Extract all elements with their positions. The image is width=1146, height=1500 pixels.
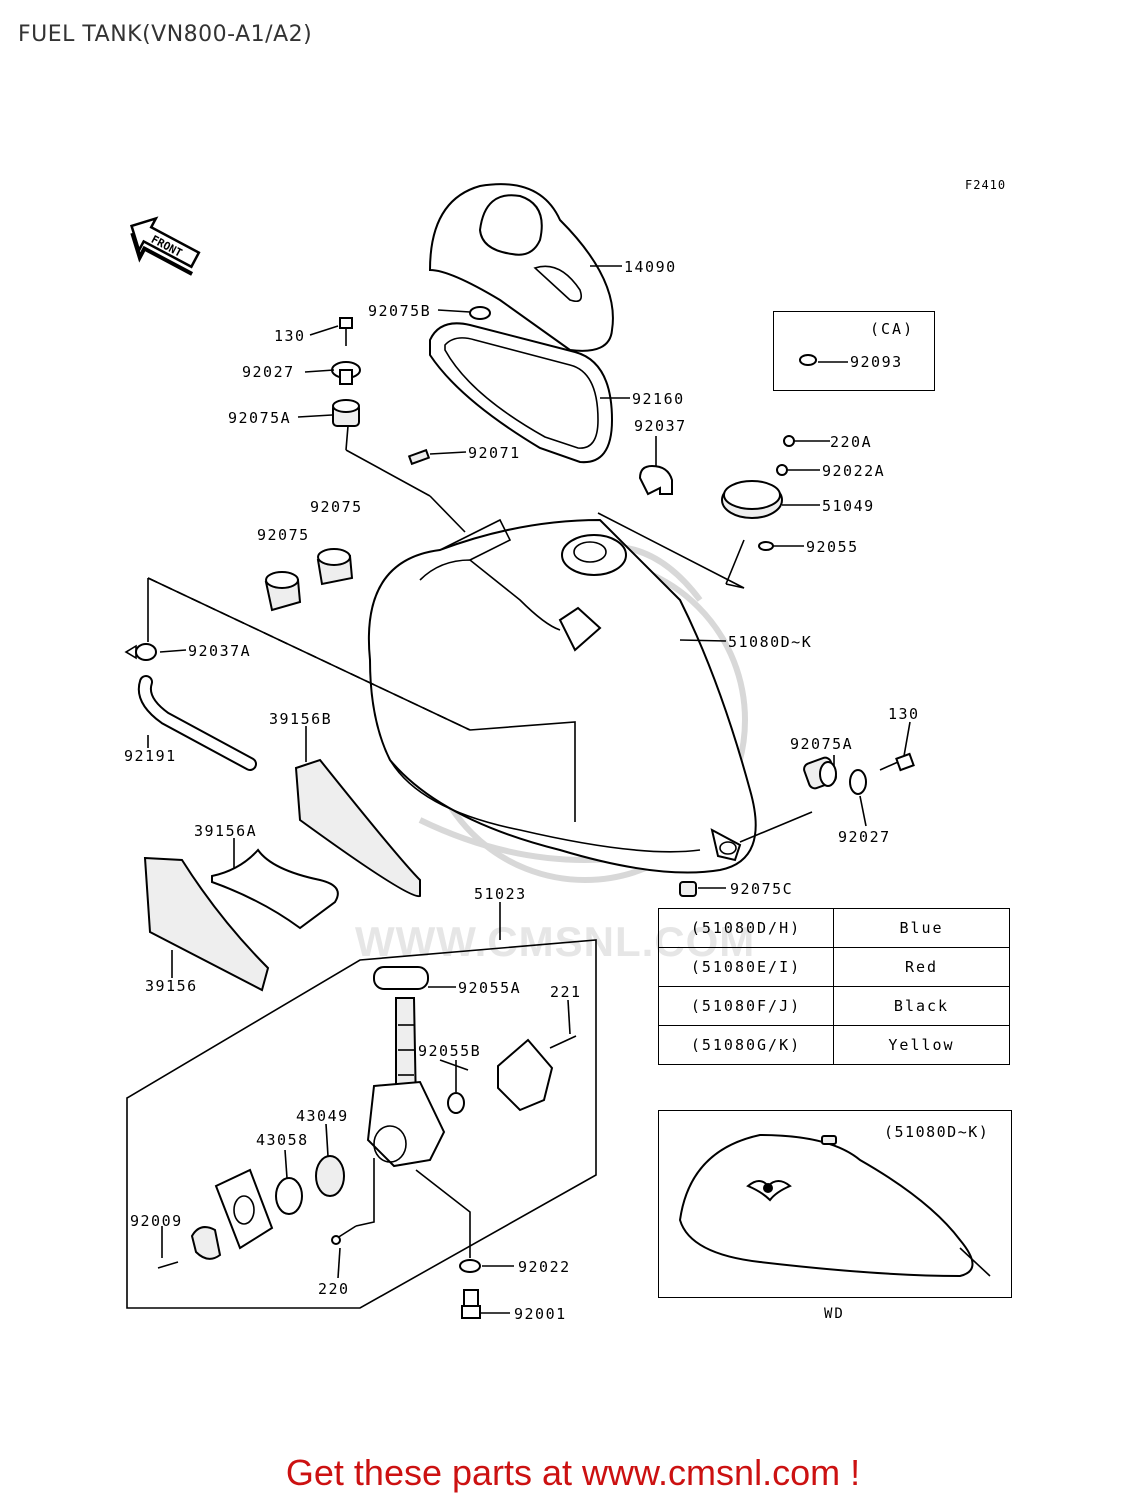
bolt-130-top bbox=[339, 317, 353, 346]
oring-92055 bbox=[758, 541, 774, 551]
hose-92191 bbox=[137, 675, 257, 771]
nut-92093 bbox=[799, 354, 817, 366]
damper-92075A-top bbox=[332, 399, 360, 427]
label-92075C: 92075C bbox=[730, 880, 793, 898]
table-row: (51080G/K) Yellow bbox=[658, 1025, 1010, 1065]
ca-box: (CA) 92093 bbox=[773, 311, 935, 391]
washer-92022A bbox=[776, 464, 788, 476]
label-51023: 51023 bbox=[474, 885, 527, 903]
label-92075B: 92075B bbox=[368, 302, 431, 320]
label-39156A: 39156A bbox=[194, 822, 257, 840]
label-92160: 92160 bbox=[632, 390, 685, 408]
screw-220A bbox=[783, 435, 830, 447]
valve-body bbox=[366, 1080, 446, 1168]
label-221: 221 bbox=[550, 983, 582, 1001]
wd-box: (51080D~K) bbox=[658, 1110, 1012, 1298]
label-92055B: 92055B bbox=[418, 1042, 481, 1060]
pad-39156A bbox=[211, 848, 339, 930]
wd-tank-illustration bbox=[678, 1133, 991, 1278]
label-92055: 92055 bbox=[806, 538, 859, 556]
label-92075-a: 92075 bbox=[257, 526, 310, 544]
label-92037: 92037 bbox=[634, 417, 687, 435]
diaphragm-43049 bbox=[315, 1155, 345, 1197]
figure-code: F2410 bbox=[965, 178, 1007, 192]
grommet-92075B bbox=[469, 306, 491, 320]
label-92055A: 92055A bbox=[458, 979, 521, 997]
label-92037A: 92037A bbox=[188, 642, 251, 660]
label-92075A-top: 92075A bbox=[228, 409, 291, 427]
pad-39156B bbox=[294, 758, 421, 898]
label-51049: 51049 bbox=[822, 497, 875, 515]
label-92009: 92009 bbox=[130, 1212, 183, 1230]
clamp-92037 bbox=[638, 464, 673, 496]
table-cell-color: Red bbox=[833, 947, 1010, 987]
valve-assembly-outline bbox=[126, 939, 597, 1309]
washer-92027-top bbox=[331, 361, 361, 385]
washer-92027-right bbox=[849, 769, 867, 795]
wd-caption: WD bbox=[824, 1306, 845, 1322]
label-92022: 92022 bbox=[518, 1258, 571, 1276]
pad-39156 bbox=[143, 856, 270, 992]
clip-92071 bbox=[407, 448, 431, 466]
table-cell-color: Yellow bbox=[833, 1025, 1010, 1065]
label-43058: 43058 bbox=[256, 1131, 309, 1149]
table-cell-code: (51080E/I) bbox=[658, 947, 834, 987]
label-92093: 92093 bbox=[850, 353, 903, 371]
page-title: FUEL TANK(VN800-A1/A2) bbox=[18, 22, 313, 47]
bolt-92001 bbox=[461, 1289, 481, 1319]
fuel-tank-part bbox=[367, 518, 757, 874]
oring-92055B bbox=[447, 1092, 465, 1114]
label-220A: 220A bbox=[830, 433, 872, 451]
table-cell-code: (51080F/J) bbox=[658, 986, 834, 1026]
clip-92037A bbox=[124, 643, 157, 661]
dash-cover-part bbox=[428, 183, 614, 352]
label-14090: 14090 bbox=[624, 258, 677, 276]
leader-lines bbox=[147, 265, 911, 1314]
label-51080DK: 51080D~K bbox=[728, 633, 812, 651]
table-cell-color: Black bbox=[833, 986, 1010, 1026]
knob-92009 bbox=[157, 1226, 222, 1269]
table-cell-code: (51080G/K) bbox=[658, 1025, 834, 1065]
label-92191: 92191 bbox=[124, 747, 177, 765]
label-92071: 92071 bbox=[468, 444, 521, 462]
table-row: (51080F/J) Black bbox=[658, 986, 1010, 1026]
screw-220 bbox=[331, 1225, 357, 1245]
table-row: (51080D/H) Blue bbox=[658, 908, 1010, 948]
cover-plate-221 bbox=[497, 1035, 577, 1112]
label-92075A-right: 92075A bbox=[790, 735, 853, 753]
label-39156: 39156 bbox=[145, 977, 198, 995]
ca-label: (CA) bbox=[870, 320, 915, 338]
label-39156B: 39156B bbox=[269, 710, 332, 728]
label-92075-b: 92075 bbox=[310, 498, 363, 516]
color-table: (51080D/H) Blue (51080E/I) Red (51080F/J… bbox=[658, 908, 1010, 1065]
grommet-92075C bbox=[679, 881, 697, 897]
cap-51049 bbox=[721, 480, 783, 519]
label-130-right: 130 bbox=[888, 705, 920, 723]
label-43049: 43049 bbox=[296, 1107, 349, 1125]
label-92027-right: 92027 bbox=[838, 828, 891, 846]
gasket-part bbox=[429, 322, 614, 464]
label-92001: 92001 bbox=[514, 1305, 567, 1323]
table-cell-code: (51080D/H) bbox=[658, 908, 834, 948]
label-92027-top: 92027 bbox=[242, 363, 295, 381]
damper-92075-a bbox=[264, 571, 302, 612]
wd-label: (51080D~K) bbox=[884, 1123, 990, 1141]
front-arrow-icon: FRONT bbox=[129, 216, 201, 276]
footer-link[interactable]: Get these parts at www.cmsnl.com ! bbox=[285, 1452, 861, 1493]
oring-43058 bbox=[275, 1177, 303, 1215]
label-220: 220 bbox=[318, 1280, 350, 1298]
damper-92075-b bbox=[316, 548, 354, 586]
damper-92075A-right bbox=[803, 756, 837, 790]
washer-92022 bbox=[459, 1259, 481, 1273]
table-cell-color: Blue bbox=[833, 908, 1010, 948]
plate bbox=[214, 1168, 274, 1250]
bolt-130-right bbox=[879, 752, 915, 772]
label-130-top: 130 bbox=[274, 327, 306, 345]
part-labels: 14090 92075B 130 92027 92075A 92160 9203… bbox=[124, 258, 920, 1323]
table-row: (51080E/I) Red bbox=[658, 947, 1010, 987]
label-92022A: 92022A bbox=[822, 462, 885, 480]
oring-92055A bbox=[373, 966, 429, 990]
